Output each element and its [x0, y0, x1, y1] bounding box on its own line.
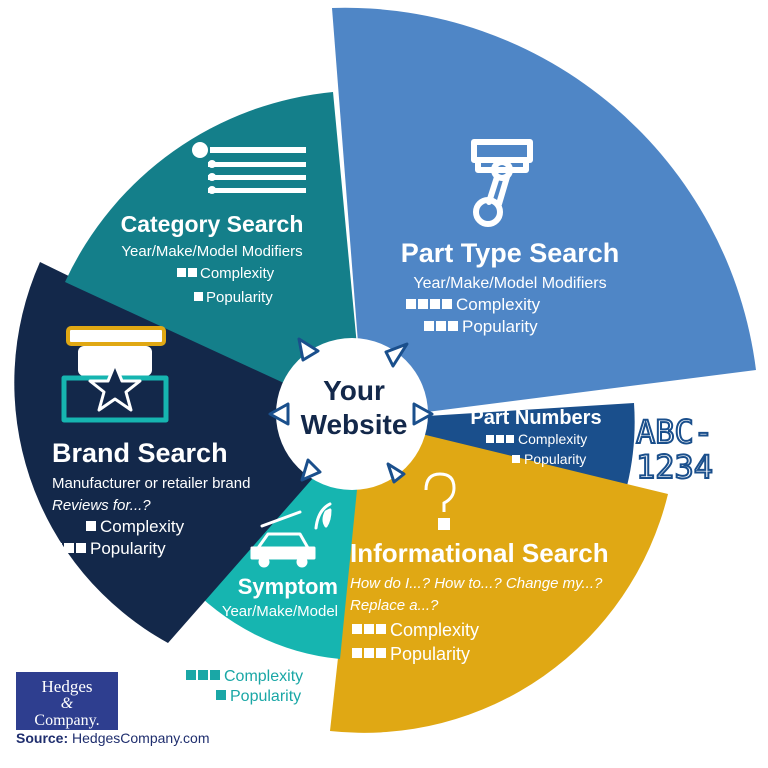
informational-popularity-squares: [352, 648, 386, 658]
informational-complexity-label: Complexity: [390, 620, 479, 640]
part-numbers-title: Part Numbers: [470, 407, 601, 429]
hedges-company-logo: Hedges & Company.: [16, 672, 118, 730]
category-complexity-label: Complexity: [200, 265, 275, 282]
informational-complexity-squares: [352, 624, 386, 634]
logo-line1: Hedges: [42, 677, 93, 696]
center-hub: [276, 338, 428, 490]
source-credit: Source: HedgesCompany.com: [16, 730, 210, 746]
wedge-category: [65, 92, 364, 420]
list-icon: [192, 142, 306, 194]
part-numbers-complexity-squares: [486, 435, 514, 443]
center-line1: Your: [323, 375, 385, 406]
category-popularity-squares: [194, 292, 203, 301]
question-mark-icon: [424, 472, 456, 530]
brand-title: Brand Search: [52, 438, 228, 468]
part-type-complexity-squares: [406, 299, 452, 309]
informational-question-line2: Replace a...?: [350, 597, 439, 614]
symptom-title: Symptom: [238, 574, 338, 599]
part-type-popularity-label: Popularity: [462, 317, 538, 336]
arrow-w: [268, 402, 290, 426]
informational-question-line1: How do I...? How to...? Change my...?: [350, 575, 603, 592]
brand-popularity-squares: [52, 543, 86, 553]
part-number-sample-line2: 1234: [636, 448, 713, 486]
informational-title: Informational Search: [350, 538, 609, 568]
arrow-nw: [297, 337, 320, 362]
brand-complexity-squares: [86, 521, 96, 531]
logo-line2: Company.: [34, 712, 99, 729]
source-text: HedgesCompany.com: [72, 730, 210, 746]
informational-popularity-label: Popularity: [390, 644, 470, 664]
wedge-part-type: [332, 7, 756, 421]
symptom-subtitle: Year/Make/Model: [222, 603, 338, 620]
symptom-complexity-squares: [186, 670, 220, 680]
logo-ampersand: &: [61, 695, 74, 712]
category-subtitle: Year/Make/Model Modifiers: [121, 243, 302, 260]
logo-mark: Hedges & Company.: [34, 677, 99, 729]
source-label: Source:: [16, 730, 69, 746]
part-type-popularity-squares: [424, 321, 458, 331]
part-type-title: Part Type Search: [401, 238, 620, 268]
wedge-part-numbers: [364, 403, 635, 486]
arrow-sw: [300, 458, 322, 482]
part-number-sample-line1: ABC-: [636, 413, 713, 451]
category-complexity-squares: [177, 268, 197, 277]
part-numbers-popularity-label: Popularity: [524, 451, 586, 467]
arrow-e: [412, 402, 434, 426]
symptom-complexity-label: Complexity: [224, 668, 303, 685]
arrow-se: [386, 462, 406, 484]
part-type-complexity-label: Complexity: [456, 295, 541, 314]
arrow-ne: [384, 342, 409, 368]
brand-reviews: Reviews for...?: [52, 497, 151, 514]
symptom-popularity-squares: [216, 690, 226, 700]
center-arrows: [268, 337, 434, 484]
piston-icon: [471, 139, 533, 227]
part-numbers-complexity-label: Complexity: [518, 431, 587, 447]
center-line2: Website: [301, 409, 408, 440]
part-type-subtitle: Year/Make/Model Modifiers: [413, 275, 606, 292]
car-hood-icon: [250, 502, 332, 568]
wedge-informational: [330, 420, 668, 733]
star-podium-icon: [61, 326, 169, 423]
brand-complexity-label: Complexity: [100, 517, 185, 536]
brand-popularity-label: Popularity: [90, 539, 166, 558]
category-title: Category Search: [121, 211, 304, 237]
category-popularity-label: Popularity: [206, 289, 273, 306]
symptom-popularity-label: Popularity: [230, 688, 301, 705]
brand-subtitle: Manufacturer or retailer brand: [52, 475, 250, 492]
part-numbers-popularity-squares: [512, 455, 520, 463]
